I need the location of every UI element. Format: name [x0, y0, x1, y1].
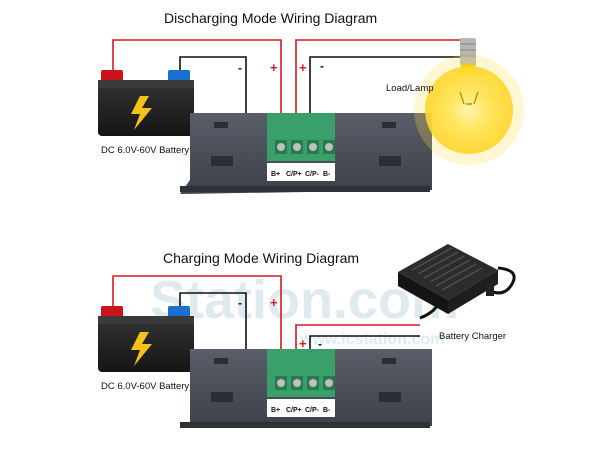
- charging-terminal-block: [267, 349, 335, 397]
- charging-left-minus: -: [238, 296, 242, 310]
- discharging-left-plus: +: [270, 60, 278, 75]
- battery-charger-icon: [398, 244, 516, 320]
- battery-bolt-icon: [131, 332, 152, 366]
- charging-title: Charging Mode Wiring Diagram: [163, 250, 359, 266]
- discharging-module: B+ C/P+ C/P- B-: [180, 113, 432, 194]
- charging-terminal-bminus: B-: [323, 407, 331, 414]
- charging-right-minus: -: [318, 337, 322, 351]
- discharging-terminal-bminus: B-: [323, 171, 331, 178]
- discharging-terminal-cpminus: C/P-: [305, 171, 320, 178]
- discharging-terminal-bplus: B+: [271, 171, 280, 178]
- discharging-right-plus: +: [299, 60, 307, 75]
- charging-battery-label: DC 6.0V-60V Battery: [101, 381, 189, 392]
- charging-terminal-cpplus: C/P+: [286, 407, 302, 414]
- discharging-diagram: Discharging Mode Wiring Diagram - + + - …: [98, 10, 524, 194]
- charging-battery: [98, 306, 194, 372]
- charging-left-plus: +: [270, 295, 278, 310]
- battery-bolt-icon: [131, 96, 152, 130]
- load-label: Load/Lamp: [386, 83, 434, 94]
- discharging-terminal-block: [267, 113, 335, 161]
- discharging-terminal-cpplus: C/P+: [286, 171, 302, 178]
- charging-module: B+ C/P+ C/P- B-: [180, 349, 432, 428]
- discharging-left-minus: -: [238, 61, 242, 75]
- discharging-battery-label: DC 6.0V-60V Battery: [101, 145, 189, 156]
- lamp-icon: [414, 38, 524, 165]
- charger-label: Battery Charger: [439, 331, 506, 342]
- discharging-title: Discharging Mode Wiring Diagram: [164, 10, 377, 26]
- charging-right-plus: +: [299, 336, 307, 351]
- charging-terminal-cpminus: C/P-: [305, 407, 320, 414]
- charging-diagram: Charging Mode Wiring Diagram - + + - DC …: [98, 244, 516, 428]
- discharging-battery: [98, 70, 194, 136]
- charging-positive-wire-battery: [112, 275, 282, 370]
- discharging-right-minus: -: [320, 59, 324, 73]
- charging-terminal-bplus: B+: [271, 407, 280, 414]
- discharging-positive-wire-battery: [112, 39, 282, 140]
